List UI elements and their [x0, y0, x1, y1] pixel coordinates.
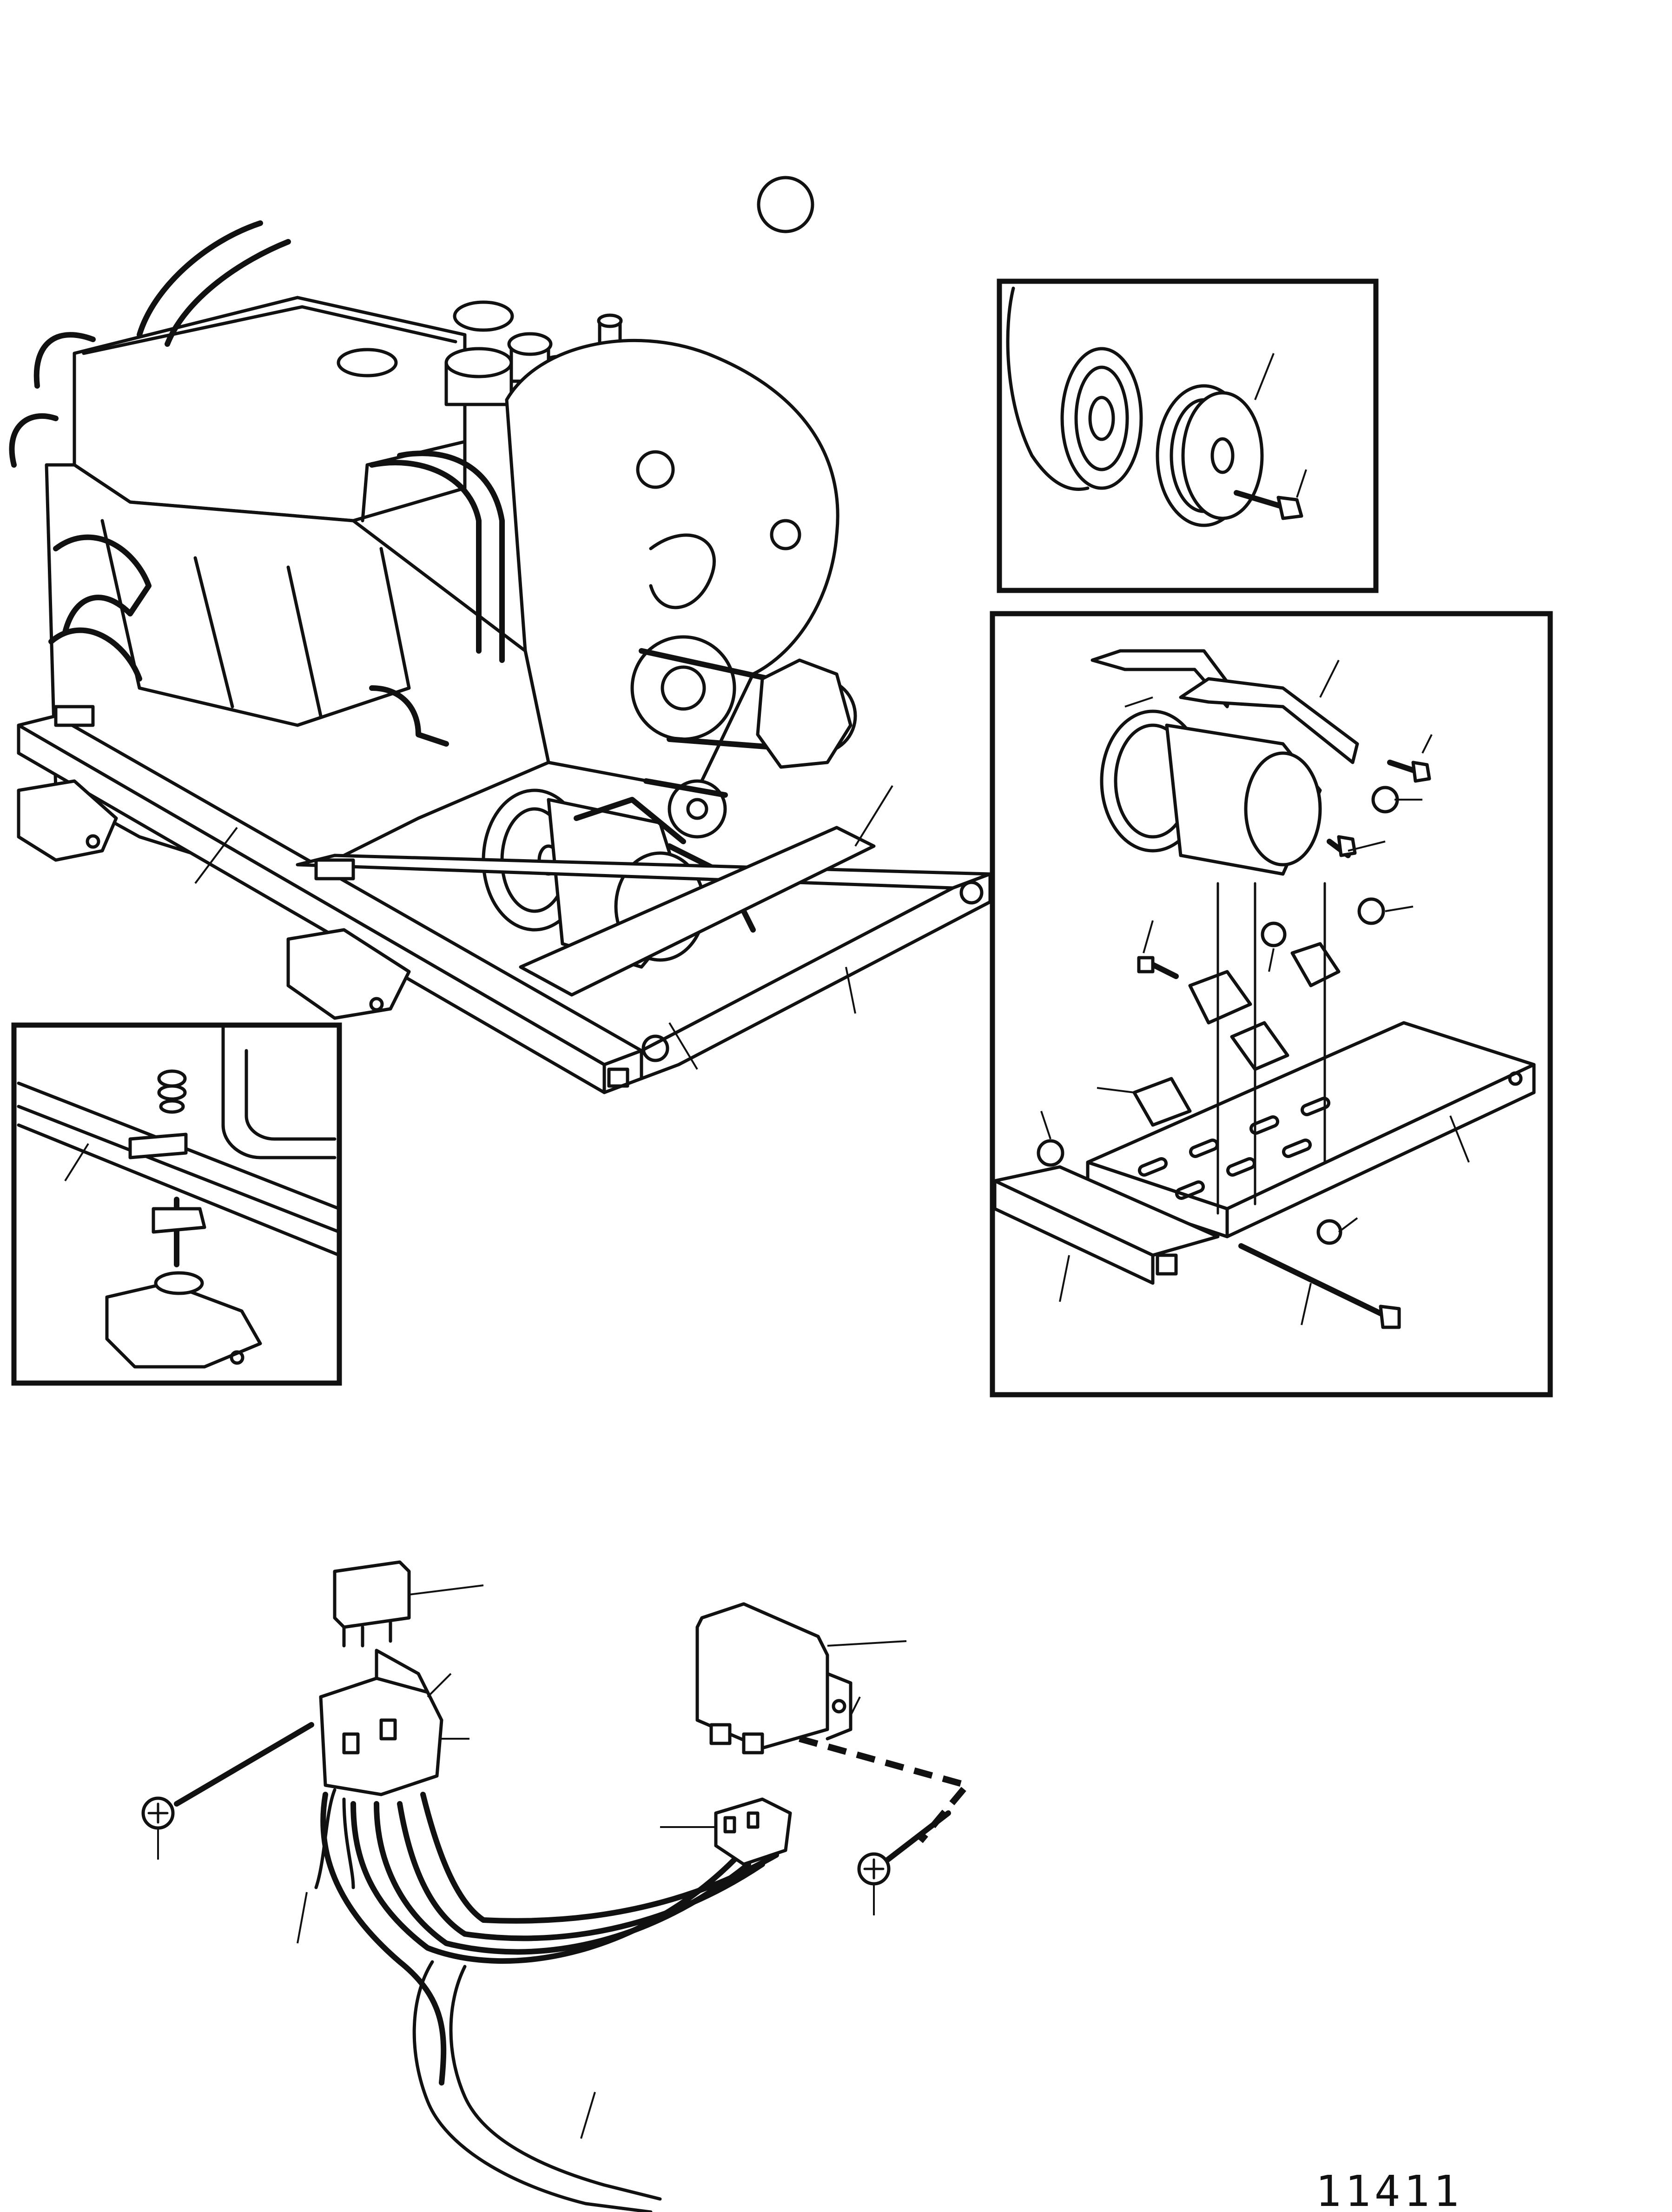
figure-number: 11411	[1315, 2166, 1463, 2212]
mount-detail	[17, 1026, 341, 1369]
detail-box-bracket	[990, 611, 1553, 1397]
screw-left	[141, 1722, 314, 1830]
detail-box-mount	[11, 1022, 342, 1386]
plate-slots	[1137, 1097, 1331, 1200]
engine-assembly	[9, 220, 857, 885]
screw-right	[857, 1810, 951, 1886]
frame-rails	[17, 705, 992, 1094]
section-marker-circle-top	[757, 176, 814, 233]
engine-leaders	[194, 785, 893, 1070]
pulley-detail	[1006, 286, 1307, 527]
wiring-harness	[141, 1560, 973, 2212]
bracket-exploded-view	[993, 649, 1536, 1329]
detail-box-pulley	[997, 278, 1379, 593]
